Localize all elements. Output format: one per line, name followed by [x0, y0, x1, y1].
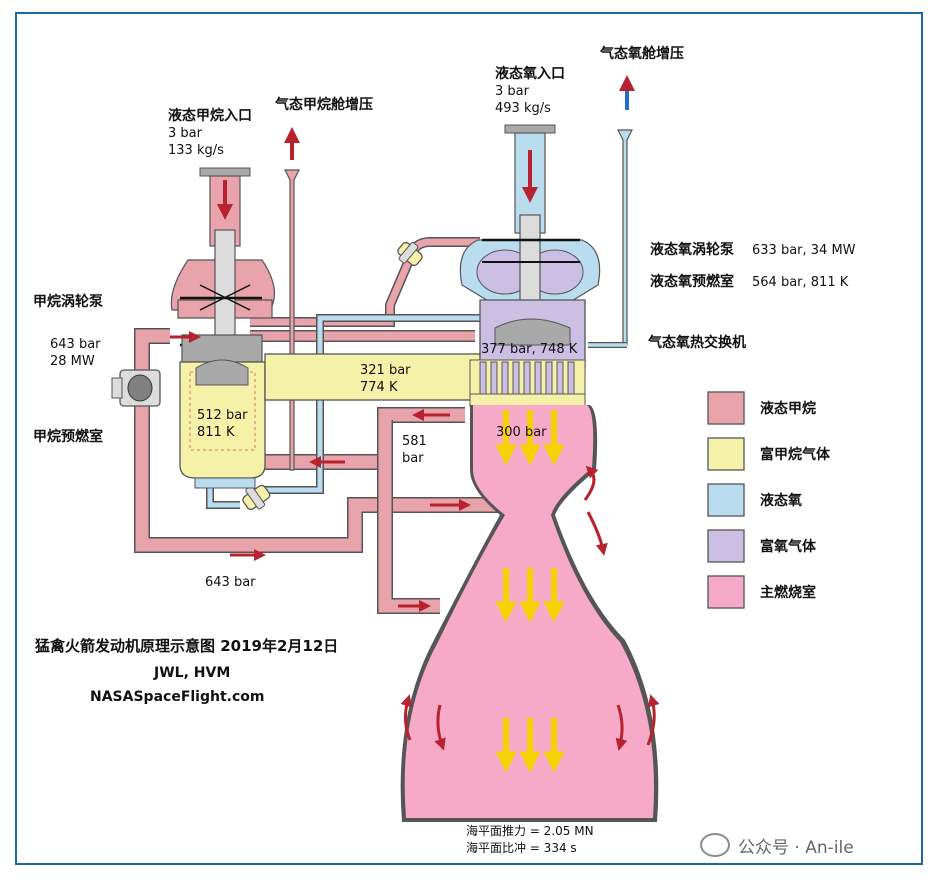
methane-turbopump	[170, 167, 276, 391]
oxygen-tank-press-label: 气态氧舱增压	[599, 45, 684, 62]
methane-preburner-valve	[111, 369, 161, 407]
chamber-flow-arrows	[495, 410, 565, 773]
valve-icon	[397, 241, 423, 267]
legend-label: 主燃烧室	[760, 584, 816, 601]
legend-swatch	[707, 391, 745, 425]
watermark: 公众号 · An-ile	[700, 830, 854, 860]
methane-inlet-pressure: 3 bar	[168, 126, 203, 141]
oxygen-preburner-label: 液态氧预燃室	[650, 273, 734, 290]
oxygen-inlet-pressure: 3 bar	[495, 84, 530, 99]
legend-swatch	[707, 575, 745, 609]
oxygen-inlet-label: 液态氧入口	[495, 65, 565, 82]
legend-label: 液态氧	[760, 492, 802, 509]
ox-manifold-value: 377 bar, 748 K	[481, 342, 578, 357]
duct-pressure: 321 bar	[360, 363, 411, 378]
isp-value: 海平面比冲 = 334 s	[466, 840, 577, 855]
credit-site: NASASpaceFlight.com	[90, 689, 264, 705]
injector-post	[512, 361, 520, 399]
injector-post	[479, 361, 487, 399]
injector-post	[556, 361, 564, 399]
thrust-value: 海平面推力 = 2.05 MN	[466, 823, 594, 838]
methane-preburner-temp: 811 K	[197, 425, 235, 440]
bottom-loop-pressure: 643 bar	[205, 575, 256, 590]
fuel-rich-duct	[264, 353, 481, 401]
coolant-pressure: 581	[402, 434, 427, 449]
oxygen-turbopump-specs: 633 bar, 34 MW	[752, 243, 856, 258]
valve-icon	[242, 484, 271, 511]
flow-arrows	[170, 331, 660, 751]
legend-swatch	[707, 483, 745, 517]
injector-post	[523, 361, 531, 399]
credit-authors: JWL, HVM	[153, 665, 230, 681]
injector-post	[534, 361, 542, 399]
oxygen-heat-exchanger-label: 气态氧热交换机	[647, 334, 746, 351]
methane-preburner-label: 甲烷预燃室	[33, 428, 103, 445]
coolant-unit: bar	[402, 451, 424, 466]
methane-preburner	[179, 359, 266, 489]
injector-post	[490, 361, 498, 399]
methane-vent-line	[284, 127, 300, 471]
injector-post	[501, 361, 509, 399]
methane-inlet-flow: 133 kg/s	[168, 143, 224, 158]
methane-inlet-label: 液态甲烷入口	[168, 107, 252, 124]
legend-swatch	[707, 529, 745, 563]
watermark-text: 公众号 · An-ile	[738, 837, 854, 858]
oxygen-preburner	[479, 299, 586, 369]
methane-turbopump-pressure: 643 bar	[50, 337, 101, 352]
legend-label: 富氧气体	[760, 538, 817, 555]
legend-swatch	[707, 437, 745, 471]
duct-temp: 774 K	[360, 380, 398, 395]
methane-preburner-pressure: 512 bar	[197, 408, 248, 423]
legend-label: 液态甲烷	[760, 400, 816, 417]
main-injector	[469, 359, 586, 407]
legend-label: 富甲烷气体	[760, 446, 831, 463]
injector-post	[545, 361, 553, 399]
oxygen-vent-line	[588, 75, 635, 348]
methane-turbopump-power: 28 MW	[50, 354, 95, 369]
diagram-title: 猛禽火箭发动机原理示意图 2019年2月12日	[34, 637, 338, 655]
injector-post	[567, 361, 575, 399]
wechat-icon	[700, 833, 730, 857]
oxygen-inlet-flow: 493 kg/s	[495, 101, 551, 116]
oxygen-turbopump-label: 液态氧涡轮泵	[650, 241, 734, 258]
methane-tank-press-label: 气态甲烷舱增压	[274, 96, 373, 113]
methane-turbopump-label: 甲烷涡轮泵	[33, 293, 103, 310]
chamber-pressure: 300 bar	[496, 425, 547, 440]
oxygen-preburner-specs: 564 bar, 811 K	[752, 275, 849, 290]
